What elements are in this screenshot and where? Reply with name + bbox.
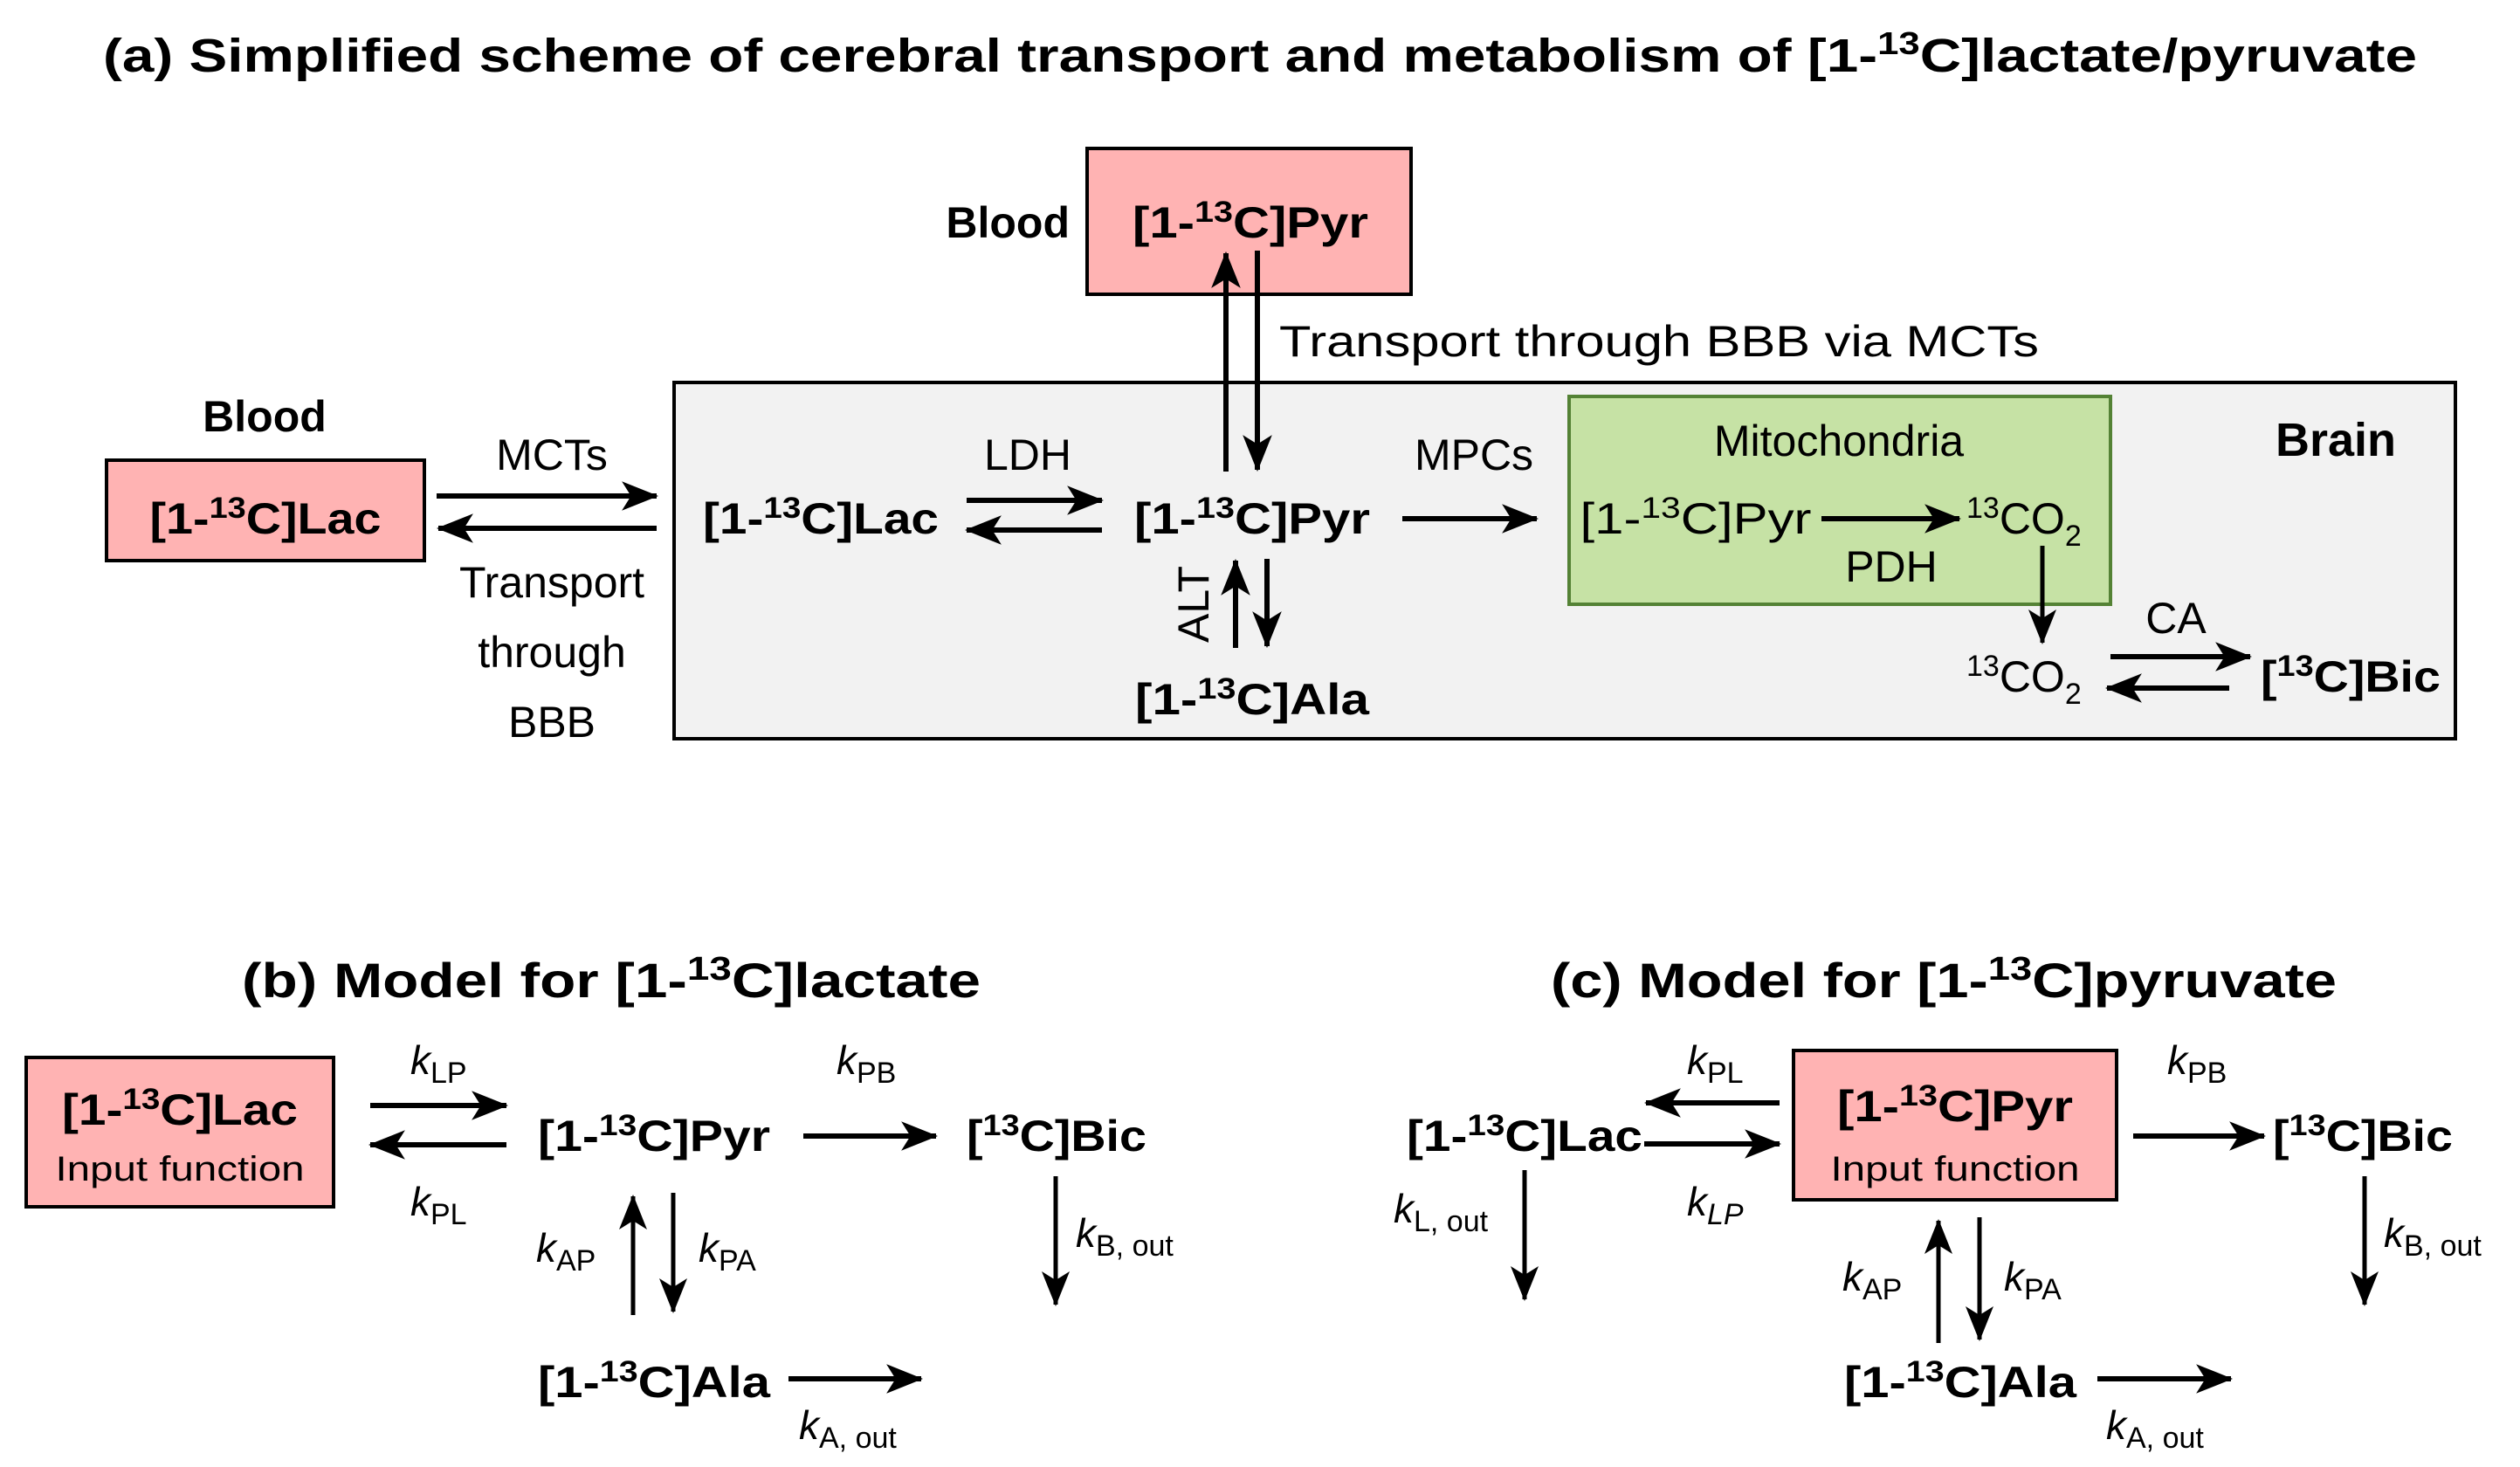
blood-label-top: Blood — [946, 198, 1070, 247]
c-k-l-out-label: kL, out — [1394, 1186, 1489, 1238]
b-k-lp-label: kLP — [410, 1037, 467, 1090]
c-k-pb-label: kPB — [2167, 1037, 2227, 1090]
brain-bicarbonate-label: [13C]Bic — [2261, 650, 2441, 701]
b-k-a-out-label: kA, out — [799, 1402, 897, 1455]
pyruvate-input-box — [1792, 1049, 2118, 1202]
b-k-pb-label: kPB — [837, 1037, 896, 1090]
blood-pyruvate-box — [1085, 147, 1413, 296]
lactate-input-box — [24, 1056, 335, 1209]
c-bicarbonate-label: [13C]Bic — [2273, 1109, 2453, 1161]
b-k-b-out-label: kB, out — [1076, 1210, 1174, 1263]
lactate-input-caption: Input function — [56, 1150, 305, 1188]
transport-pyr-label: Transport through BBB via MCTs — [1279, 317, 2039, 366]
mito-co2-label: 13CO2 — [1966, 492, 2082, 553]
alt-label: ALT — [1169, 566, 1218, 643]
mitochondria-label: Mitochondria — [1714, 417, 1964, 465]
c-k-ap-label: kAP — [1842, 1254, 1902, 1306]
pdh-label: PDH — [1845, 542, 1938, 591]
mitochondria-compartment — [1567, 395, 2112, 606]
c-k-lp-label: kLP — [1687, 1179, 1744, 1231]
brain-label: Brain — [2276, 414, 2396, 466]
panel-a: (a) Simplified scheme of cerebral transp… — [103, 25, 2457, 747]
blood-label-left: Blood — [203, 392, 327, 441]
b-bicarbonate-label: [13C]Bic — [967, 1109, 1146, 1161]
panel-a-title: (a) Simplified scheme of cerebral transp… — [103, 25, 2417, 82]
blood-lactate-label: [1-13C]Lac — [150, 492, 382, 543]
b-k-pa-label: kPA — [699, 1225, 756, 1278]
brain-co2-label: 13CO2 — [1966, 650, 2082, 711]
transport-lac-label-2: through — [478, 628, 626, 677]
mcts-label: MCTs — [496, 430, 608, 479]
blood-lactate-box — [105, 458, 426, 562]
transport-lac-label-3: BBB — [508, 698, 596, 747]
c-k-b-out-label: kB, out — [2384, 1210, 2482, 1263]
c-k-pl-label: kPL — [1687, 1037, 1744, 1090]
ldh-label: LDH — [984, 430, 1071, 479]
mpcs-label: MPCs — [1415, 430, 1533, 479]
transport-lac-label-1: Transport — [459, 558, 644, 607]
ca-label: CA — [2145, 594, 2207, 643]
pyruvate-input-caption: Input function — [1831, 1150, 2080, 1188]
brain-compartment — [672, 381, 2457, 740]
c-k-a-out-label: kA, out — [2106, 1402, 2204, 1455]
b-k-pl-label: kPL — [410, 1179, 467, 1231]
b-k-ap-label: kAP — [536, 1225, 596, 1278]
c-k-pa-label: kPA — [2004, 1254, 2062, 1306]
